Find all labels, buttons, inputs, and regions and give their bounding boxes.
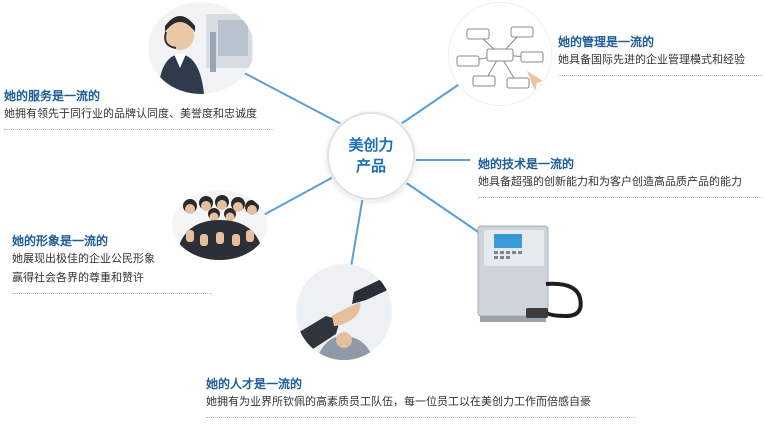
service-block: 她的服务是一流的 她拥有领先于同行业的品牌认同度、美誉度和忠诚度	[4, 88, 274, 130]
management-flowchart-photo	[448, 2, 552, 106]
customer-service-photo	[148, 2, 254, 94]
management-divider	[558, 75, 763, 76]
image-block: 她的形象是一流的 她展现出极佳的企业公民形象 赢得社会各界的尊重和赞许	[12, 233, 212, 294]
hub-line-2: 产品	[355, 157, 386, 175]
talent-title: 她的人才是一流的	[206, 377, 303, 391]
connector-talent	[349, 195, 364, 274]
talent-desc: 她拥有为业界所钦佩的高素质员工队伍，每一位员工以在美创力工作而倍感自豪	[206, 395, 591, 408]
technology-desc: 她具备超强的创新能力和为客户创造高品质产品的能力	[478, 175, 742, 188]
hub-line-1: 美创力	[348, 136, 394, 154]
image-desc-line-2: 赢得社会各界的尊重和赞许	[12, 271, 144, 284]
management-title: 她的管理是一流的	[558, 35, 655, 49]
team-thumbs-up-photo	[172, 190, 267, 260]
image-title: 她的形象是一流的	[12, 234, 109, 248]
connector-machine	[404, 181, 491, 241]
service-desc: 她拥有领先于同行业的品牌认同度、美誉度和忠诚度	[4, 107, 257, 120]
handshake-photo	[296, 264, 392, 360]
technology-divider	[478, 197, 762, 198]
image-divider	[12, 293, 212, 294]
technology-block: 她的技术是一流的 她具备超强的创新能力和为客户创造高品质产品的能力	[478, 156, 762, 198]
management-desc: 她具备国际先进的企业管理模式和经验	[558, 53, 745, 66]
technology-title: 她的技术是一流的	[478, 157, 575, 171]
service-divider	[4, 129, 274, 130]
inkjet-printer-image	[474, 212, 586, 332]
connector-image	[257, 174, 338, 219]
talent-block: 她的人才是一流的 她拥有为业界所钦佩的高素质员工队伍，每一位员工以在美创力工作而…	[206, 376, 636, 418]
service-title: 她的服务是一流的	[4, 89, 101, 103]
image-desc-line-1: 她展现出极佳的企业公民形象	[12, 252, 155, 265]
hub-circle: 美创力 产品	[327, 112, 415, 200]
management-block: 她的管理是一流的 她具备国际先进的企业管理模式和经验	[558, 34, 763, 76]
talent-divider	[206, 417, 636, 418]
